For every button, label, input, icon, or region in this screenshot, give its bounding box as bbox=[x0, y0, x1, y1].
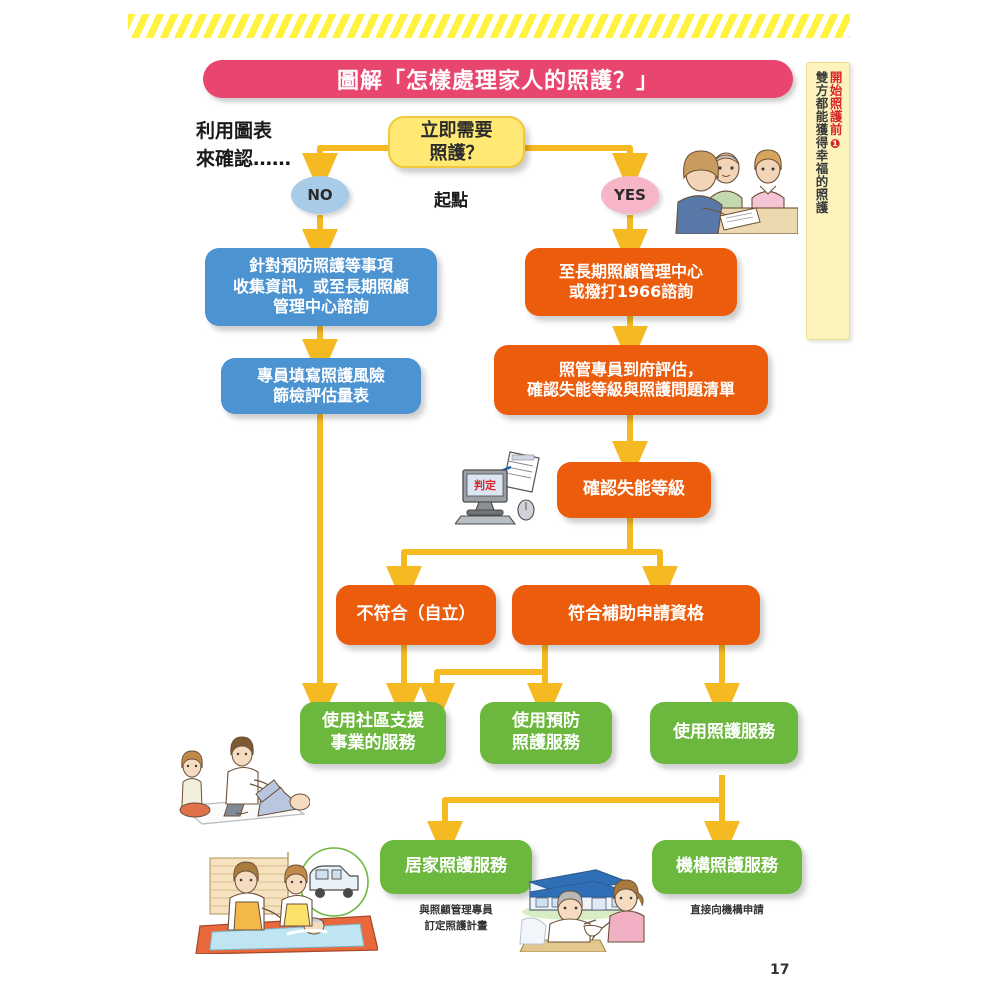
node-home-care-service: 居家照護服務 bbox=[380, 840, 532, 894]
node-institutional-care-service: 機構照護服務 bbox=[652, 840, 802, 894]
rehabilitation-illustration bbox=[162, 732, 311, 828]
chapter-label: 開始照護前❶ bbox=[827, 71, 843, 152]
decorative-stripe-banner bbox=[128, 14, 850, 38]
page-number: 17 bbox=[770, 962, 790, 978]
node-risk-screening-form: 專員填寫照護風險 篩檢評估量表 bbox=[221, 358, 421, 414]
institutional-care-caption: 直接向機構申請 bbox=[690, 904, 764, 916]
node-community-support-service: 使用社區支援 事業的服務 bbox=[300, 702, 446, 764]
page-title-bar: 圖解「怎樣處理家人的照護？」 bbox=[203, 60, 793, 98]
chapter-side-tab: 開始照護前❶ 雙方都能獲得幸福的照護 bbox=[806, 62, 850, 340]
intro-text: 利用圖表 來確認…… bbox=[196, 120, 292, 170]
node-confirm-disability-level: 確認失能等級 bbox=[557, 462, 711, 518]
node-home-assessment: 照管專員到府評估， 確認失能等級與照護問題清單 bbox=[494, 345, 768, 415]
node-ltc-center: 至長期照顧管理中心 或撥打1966諮詢 bbox=[525, 248, 737, 316]
node-preventive-care-service: 使用預防 照護服務 bbox=[480, 702, 612, 764]
svg-text:判定: 判定 bbox=[474, 478, 496, 492]
home-care-caption: 與照顧管理專員 訂定照護計畫 bbox=[419, 904, 493, 932]
computer-judgment-icon: 判定 bbox=[453, 448, 551, 526]
node-not-eligible: 不符合（自立） bbox=[336, 585, 496, 645]
page-title: 圖解「怎樣處理家人的照護？」 bbox=[336, 69, 659, 94]
node-prevention-info: 針對預防照護等事項 收集資訊，或至長期照顧 管理中心諮詢 bbox=[205, 248, 437, 326]
home-bathing-illustration bbox=[192, 846, 379, 955]
care-facility-illustration bbox=[512, 848, 662, 953]
branch-yes: YES bbox=[601, 176, 659, 214]
decision-node-immediate-care: 立即需要 照護？ bbox=[388, 116, 525, 168]
branch-no: NO bbox=[291, 176, 349, 214]
node-care-service: 使用照護服務 bbox=[650, 702, 798, 764]
chapter-title: 雙方都能獲得幸福的照護 bbox=[813, 71, 829, 214]
node-eligible: 符合補助申請資格 bbox=[512, 585, 760, 645]
consultation-illustration bbox=[668, 146, 799, 235]
start-point-label: 起點 bbox=[434, 191, 468, 211]
